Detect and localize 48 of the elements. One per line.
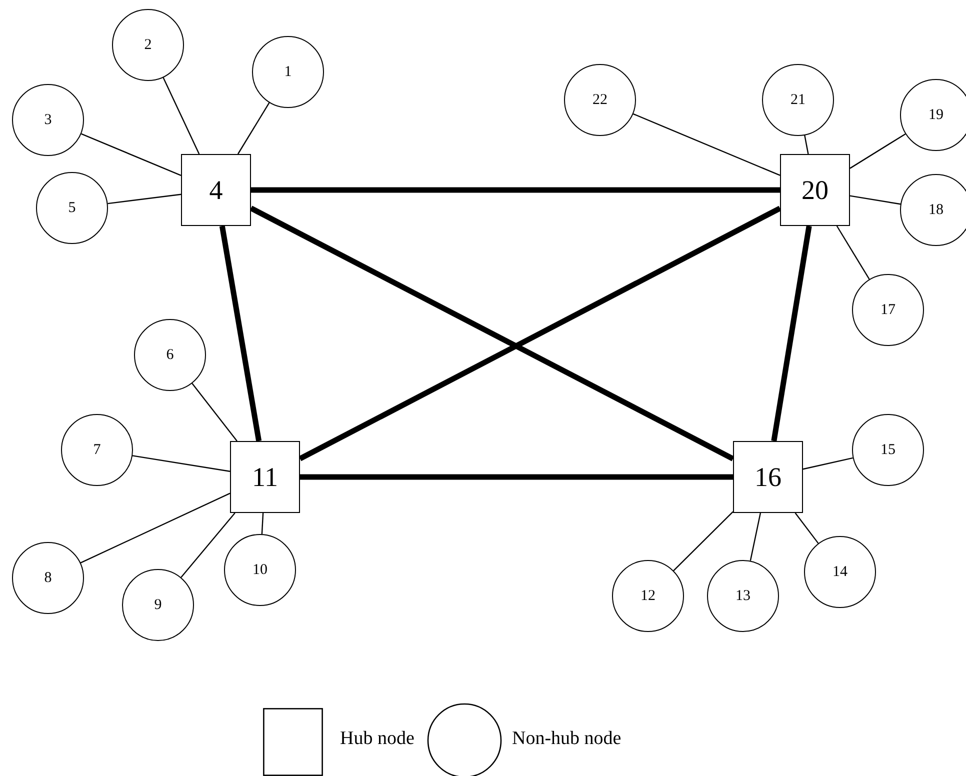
node-circle: 9 (122, 569, 194, 641)
hub-node: 20 (780, 154, 850, 226)
node-circle: 17 (852, 274, 924, 346)
hub-node: 4 (181, 154, 251, 226)
link-line (750, 512, 762, 561)
node-circle: 3 (12, 84, 84, 156)
link-line (802, 457, 854, 470)
node-circle: 21 (762, 64, 834, 136)
link-line (850, 133, 906, 169)
thick-link-line (771, 226, 812, 442)
legend-label: Hub node (340, 728, 414, 750)
node-circle: 18 (900, 174, 966, 246)
link-line (237, 102, 270, 154)
link-line (108, 194, 182, 204)
node-circle: 12 (612, 560, 684, 632)
link-line (132, 455, 230, 472)
link-line (192, 383, 238, 442)
node-circle: 5 (36, 172, 108, 244)
link-line (261, 512, 264, 534)
node-circle: 22 (564, 64, 636, 136)
node-circle: 15 (852, 414, 924, 486)
node-circle: 13 (707, 560, 779, 632)
thick-link-line (298, 206, 782, 462)
node-circle: 10 (224, 534, 296, 606)
node-circle: 19 (900, 79, 966, 151)
link-line (180, 512, 236, 578)
thick-link-line (251, 187, 780, 193)
link-line (804, 135, 809, 154)
link-line (81, 133, 182, 176)
link-line (836, 226, 870, 280)
link-line (632, 113, 780, 176)
legend-label: Non-hub node (512, 728, 622, 750)
node-circle: 7 (61, 414, 133, 486)
link-line (673, 511, 734, 572)
node-circle: 2 (112, 9, 184, 81)
link-line (162, 77, 200, 154)
node-circle: 1 (252, 36, 324, 108)
node-circle: 14 (804, 536, 876, 608)
node-circle: 6 (134, 319, 206, 391)
thick-link-line (219, 226, 262, 442)
hub-node: 16 (733, 441, 803, 513)
thick-link-line (250, 206, 734, 462)
thick-link-line (300, 474, 733, 480)
hub-node: 11 (230, 441, 300, 513)
link-line (794, 512, 819, 544)
link-line (80, 492, 230, 564)
link-line (850, 195, 901, 205)
node-circle: 8 (12, 542, 84, 614)
